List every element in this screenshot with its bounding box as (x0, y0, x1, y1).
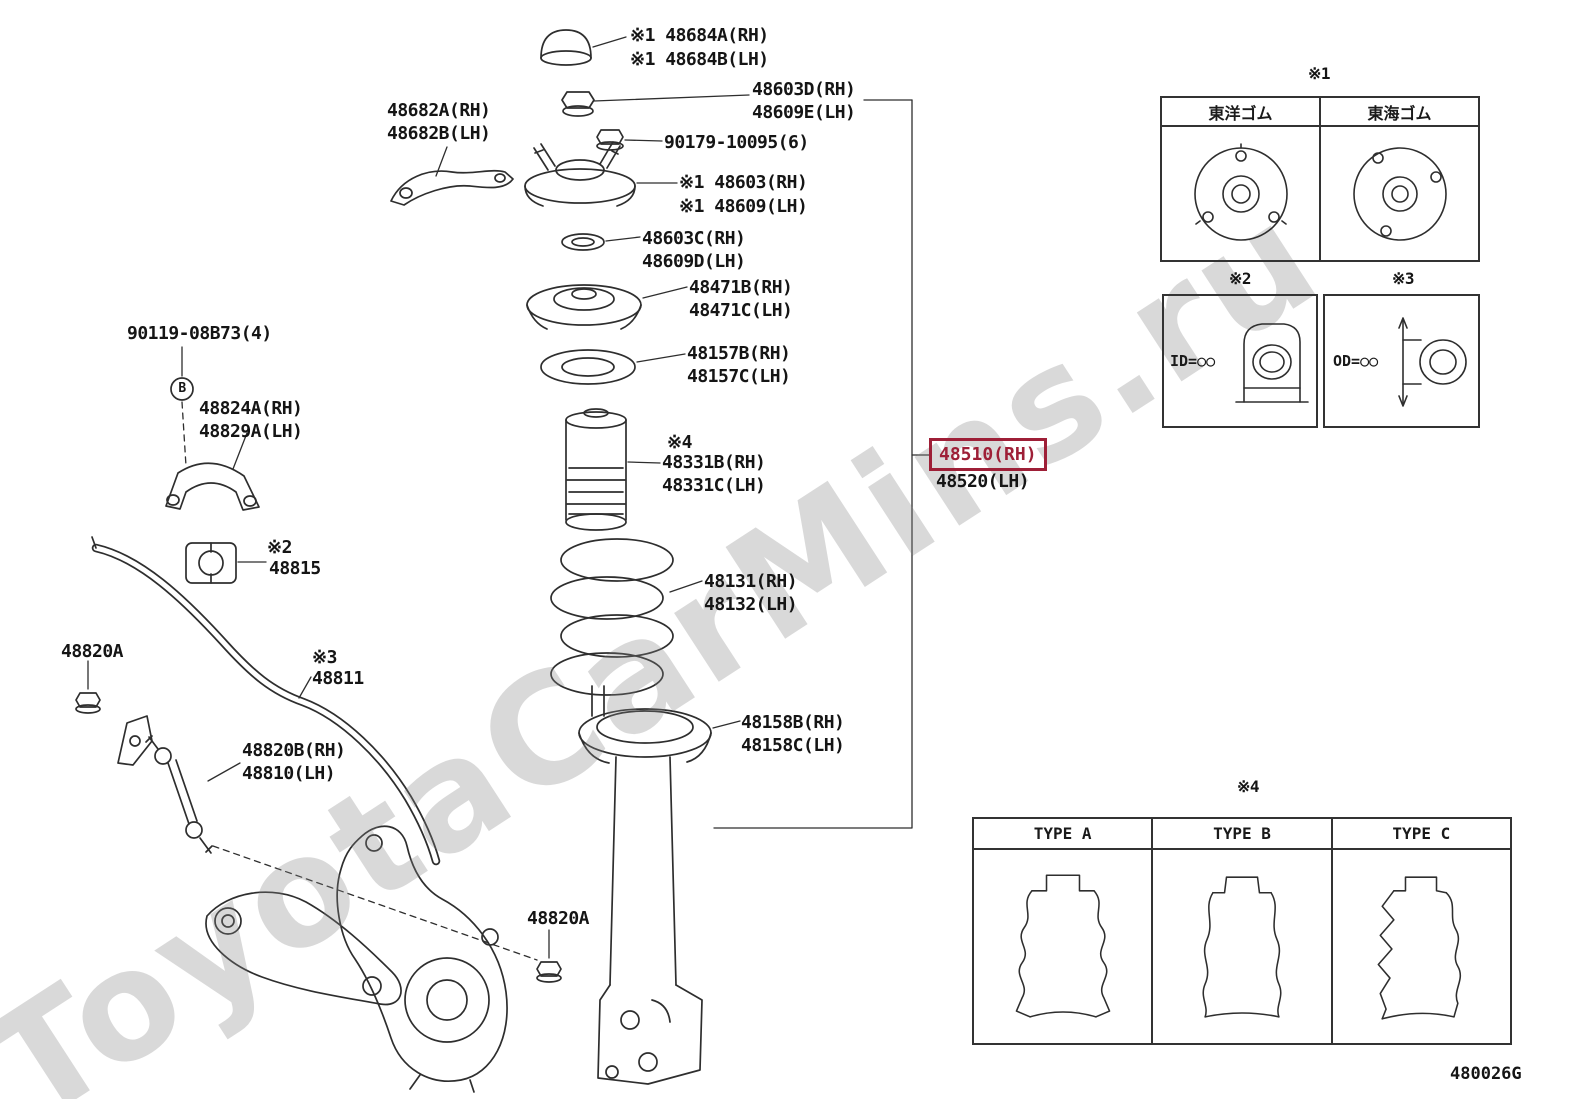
boot-type-b-cell (1153, 850, 1333, 1045)
insulator-48157-drawing (540, 349, 636, 385)
part-label-48158c: 48158C(LH) (741, 735, 845, 756)
part-label-48157c: 48157C(LH) (687, 366, 791, 387)
part-label-48157b: 48157B(RH) (687, 343, 791, 364)
knuckle-arm-assembly-drawing (205, 825, 538, 1093)
part-label-48609: ※1 48609(LH) (679, 196, 808, 217)
part-label-48682b: 48682B(LH) (387, 123, 491, 144)
id-dimension-box: ID=○○ (1162, 294, 1318, 428)
boot-type-b-drawing (1202, 875, 1282, 1018)
part-label-48603d: 48603D(RH) (752, 79, 856, 100)
stabilizer-bar-48811-drawing (91, 536, 441, 866)
ref-mark-2-main: ※2 (267, 537, 292, 558)
boot-type-a-header: TYPE A (974, 819, 1154, 848)
boot-type-b-header: TYPE B (1153, 819, 1333, 848)
part-label-48684a: ※1 48684A(RH) (630, 25, 769, 46)
part-label-48131: 48131(RH) (704, 571, 798, 592)
mount-maker-col1: 東洋ゴム (1162, 98, 1321, 125)
part-label-48682a: 48682A(RH) (387, 100, 491, 121)
nut-48820a-left-drawing (75, 692, 101, 714)
nut-48820a-bottom-drawing (536, 929, 562, 983)
stabilizer-bracket-lower-drawing (117, 715, 153, 766)
part-label-48820a-bottom: 48820A (527, 908, 590, 929)
part-label-90119: 90119-08B73(4) (127, 323, 272, 344)
mount-drawing-tokai (1321, 127, 1478, 262)
part-label-48820b: 48820B(RH) (242, 740, 346, 761)
part-label-48609d: 48609D(LH) (642, 251, 746, 272)
nut-90179-drawing (596, 129, 624, 151)
part-label-48471c: 48471C(LH) (689, 300, 793, 321)
ref-mark-1-table: ※1 (1308, 64, 1331, 83)
part-label-48331c: 48331C(LH) (662, 475, 766, 496)
callout-b: B (178, 381, 186, 396)
part-label-48603: ※1 48603(RH) (679, 172, 808, 193)
part-label-48471b: 48471B(RH) (689, 277, 793, 298)
ref-mark-3-box: ※3 (1392, 269, 1415, 288)
part-label-48829a: 48829A(LH) (199, 421, 303, 442)
od-dimension-box: OD=○○ (1323, 294, 1480, 428)
strut-48158-drawing (578, 685, 712, 1085)
mount-drawing-toyo (1162, 127, 1321, 262)
part-label-48824a: 48824A(RH) (199, 398, 303, 419)
mount-topview-tokai (1352, 147, 1447, 241)
leader-lines (87, 36, 750, 782)
part-label-48520: 48520(LH) (936, 471, 1030, 492)
selected-part-48510[interactable]: 48510(RH) (929, 438, 1047, 471)
mount-maker-col2: 東海ゴム (1367, 103, 1432, 123)
boot-type-c-header: TYPE C (1392, 824, 1451, 843)
boot-type-c-cell (1333, 850, 1510, 1045)
part-label-48158b: 48158B(RH) (741, 712, 845, 733)
boot-type-a-drawing (1015, 873, 1110, 1018)
id-dimension-text: ID=○○ (1170, 352, 1216, 370)
mount-maker-table: 東洋ゴム 東海ゴム (1160, 96, 1480, 262)
part-label-48331b: 48331B(RH) (662, 452, 766, 473)
part-label-48609e: 48609E(LH) (752, 102, 856, 123)
mount-topview-toyo (1193, 143, 1288, 241)
part-label-90179: 90179-10095(6) (664, 132, 809, 153)
od-dimension-text: OD=○○ (1333, 352, 1379, 370)
strut-mount-48603-drawing (524, 141, 636, 207)
part-label-48603c: 48603C(RH) (642, 228, 746, 249)
bearing-48603c-drawing (561, 233, 605, 251)
boot-type-a-cell (974, 850, 1154, 1045)
part-label-48132: 48132(LH) (704, 594, 798, 615)
upper-seat-48471-drawing (526, 284, 642, 330)
ref-mark-4-main: ※4 (667, 432, 692, 453)
diagram-code: 480026G (1450, 1064, 1522, 1084)
stabilizer-link-48820b-drawing (145, 735, 213, 854)
coil-spring-48131-drawing (550, 538, 674, 696)
part-label-48684b: ※1 48684B(LH) (630, 49, 769, 70)
boot-type-table: TYPE A TYPE B TYPE C (972, 817, 1512, 1045)
bracket-48682-drawing (390, 169, 514, 206)
ref-mark-4-table: ※4 (1237, 777, 1260, 796)
part-label-48810: 48810(LH) (242, 763, 336, 784)
od-bushing-drawing (1398, 317, 1467, 407)
bushing-48815-drawing (185, 542, 237, 584)
part-label-48820a-left: 48820A (61, 641, 124, 662)
connector-lines (713, 99, 930, 829)
ref-mark-3-main: ※3 (312, 647, 337, 668)
part-label-48811: 48811 (312, 668, 364, 689)
boot-type-c-drawing (1377, 875, 1462, 1020)
part-label-48815: 48815 (269, 558, 321, 579)
nut-48603d-drawing (561, 91, 595, 117)
id-bushing-drawing (1235, 323, 1309, 403)
ref-mark-2-box: ※2 (1229, 269, 1252, 288)
dust-boot-48331-drawing (565, 408, 627, 531)
bracket-48824-drawing (165, 462, 260, 511)
cap-48684-drawing (540, 29, 592, 66)
bolt-90119-ref (170, 346, 194, 467)
